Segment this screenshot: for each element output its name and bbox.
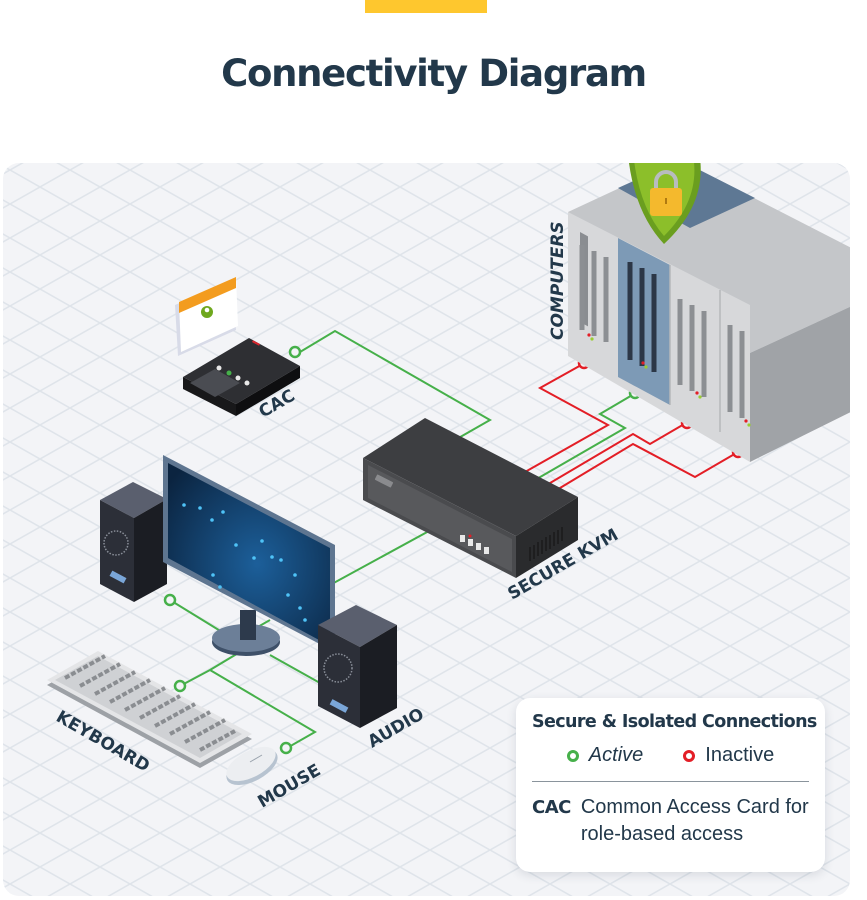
endpoint-active xyxy=(163,593,177,607)
inactive-ring-icon xyxy=(683,749,696,762)
active-ring-icon xyxy=(566,749,579,762)
security-shield-icon xyxy=(629,163,701,244)
definition-line-2: role-based access xyxy=(580,823,744,845)
definition-term: CAC xyxy=(532,797,571,818)
legend-title: Secure & Isolated Connections xyxy=(532,712,817,732)
endpoint-active xyxy=(173,679,187,693)
diagram-panel: CAC SECURE KVM COMPUTERS xyxy=(3,163,850,896)
diagram-canvas: CAC SECURE KVM COMPUTERS xyxy=(3,163,850,896)
connection-computer4-inactive xyxy=(554,442,739,492)
legend-status-row: Active Inactive xyxy=(532,744,809,767)
legend-inactive-label: Inactive xyxy=(705,744,775,766)
speaker-left xyxy=(100,482,167,602)
page-title: Connectivity Diagram xyxy=(221,52,647,95)
legend-item-inactive: Inactive xyxy=(683,744,774,767)
keyboard xyxy=(47,651,252,768)
login-window-icon xyxy=(175,277,238,356)
connection-computer2-active xyxy=(534,393,635,481)
legend-divider xyxy=(532,781,809,782)
monitor xyxy=(163,455,335,656)
mouse xyxy=(226,746,278,786)
speaker-audio xyxy=(318,605,397,728)
legend-definition: CAC Common Access Card for role-based ac… xyxy=(532,794,809,848)
secure-kvm xyxy=(363,418,578,578)
connection-computer3-inactive xyxy=(544,422,687,487)
definition-text: Common Access Card for role-based access xyxy=(581,794,809,848)
connection-audio-active xyxy=(269,654,321,684)
definition-line-1: Common Access Card for xyxy=(580,796,809,818)
legend-active-label: Active xyxy=(588,744,644,766)
label-computers: COMPUTERS xyxy=(548,221,568,340)
connection-mouse-active xyxy=(209,669,317,749)
connection-computer1-inactive xyxy=(524,363,611,473)
accent-bar xyxy=(365,0,487,13)
cac-reader xyxy=(175,277,300,416)
legend-item-active: Active xyxy=(566,744,644,767)
endpoint-active xyxy=(279,741,293,755)
legend-card: Secure & Isolated Connections Active Ina… xyxy=(516,698,825,872)
connection-monitor-active xyxy=(329,524,441,586)
endpoint-active xyxy=(288,345,302,359)
